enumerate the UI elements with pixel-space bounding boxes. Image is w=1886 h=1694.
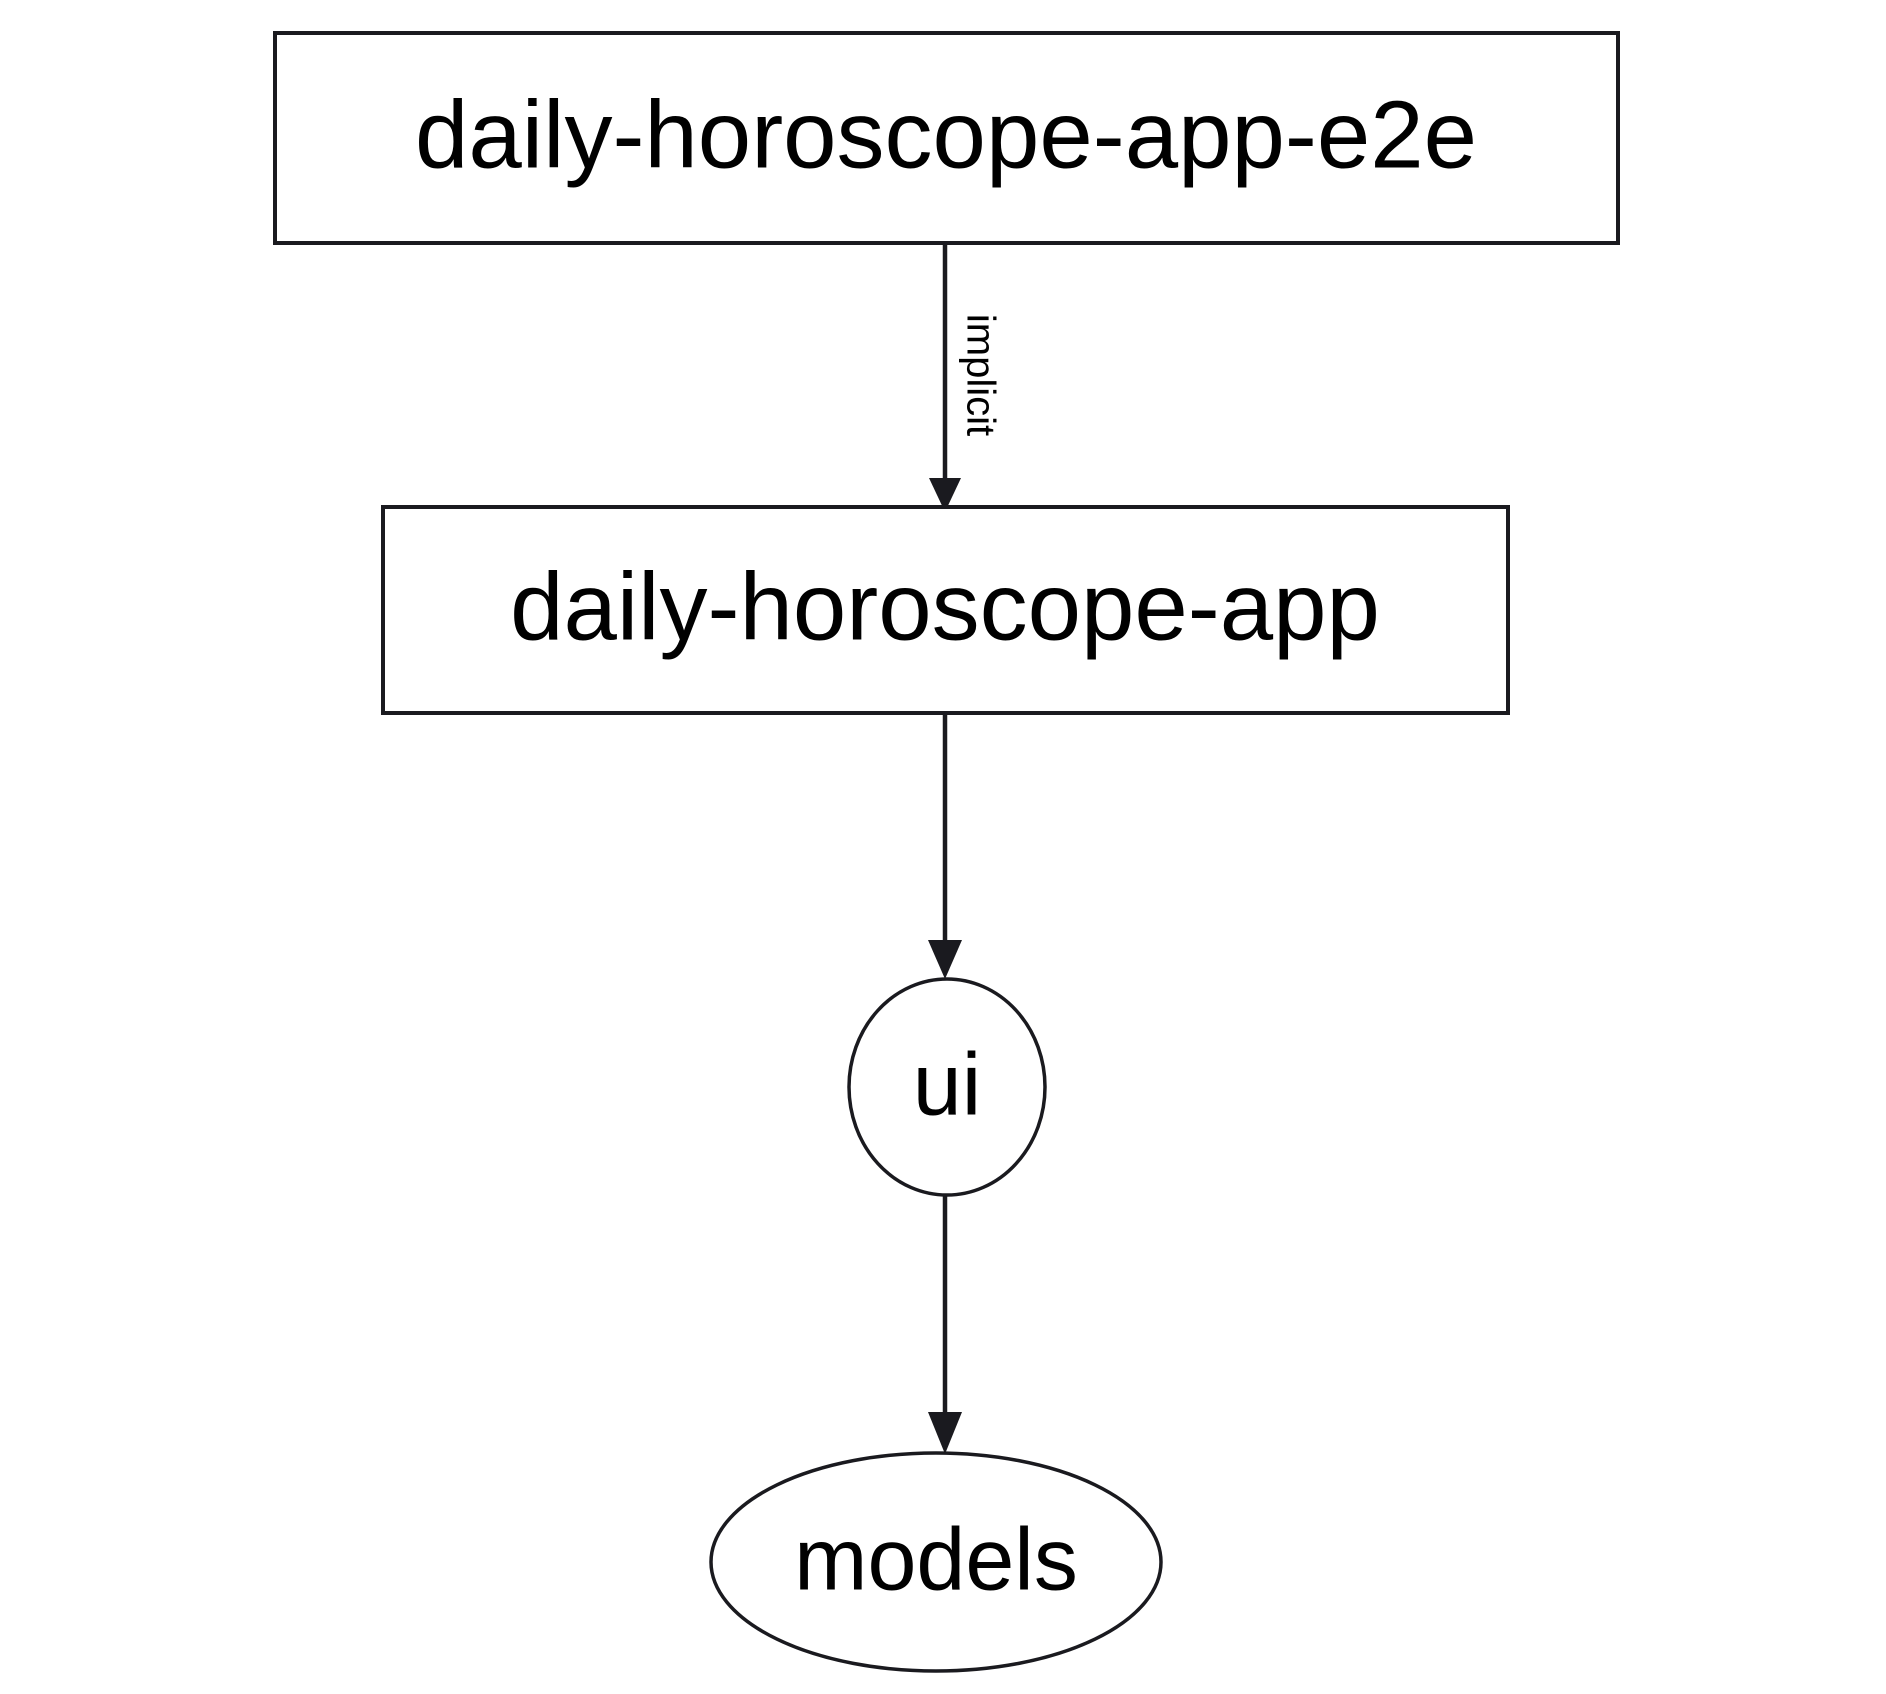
edge-e2e-to-app: implicit: [929, 243, 1002, 512]
edge-app-to-ui: [928, 713, 962, 979]
edge-e2e-to-app-label: implicit: [958, 314, 1002, 436]
edge-ui-to-models-arrowhead: [928, 1412, 962, 1454]
edge-app-to-ui-arrowhead: [928, 940, 962, 979]
node-daily-horoscope-app-label: daily-horoscope-app: [510, 553, 1380, 660]
edge-e2e-to-app-arrowhead: [929, 478, 961, 512]
node-daily-horoscope-app-e2e-box[interactable]: [273, 31, 1620, 245]
node-daily-horoscope-app-box[interactable]: [381, 505, 1510, 715]
node-daily-horoscope-app-e2e[interactable]: daily-horoscope-app-e2e: [273, 31, 1620, 245]
node-ui-ellipse[interactable]: [847, 977, 1047, 1197]
node-ui[interactable]: ui: [847, 977, 1047, 1197]
node-models-ellipse[interactable]: [709, 1451, 1163, 1673]
node-models[interactable]: models: [709, 1451, 1163, 1673]
edge-ui-to-models: [928, 1195, 962, 1454]
node-daily-horoscope-app-e2e-label: daily-horoscope-app-e2e: [415, 81, 1477, 188]
node-ui-label: ui: [913, 1034, 982, 1133]
node-models-label: models: [794, 1509, 1078, 1608]
node-daily-horoscope-app[interactable]: daily-horoscope-app: [381, 505, 1510, 715]
